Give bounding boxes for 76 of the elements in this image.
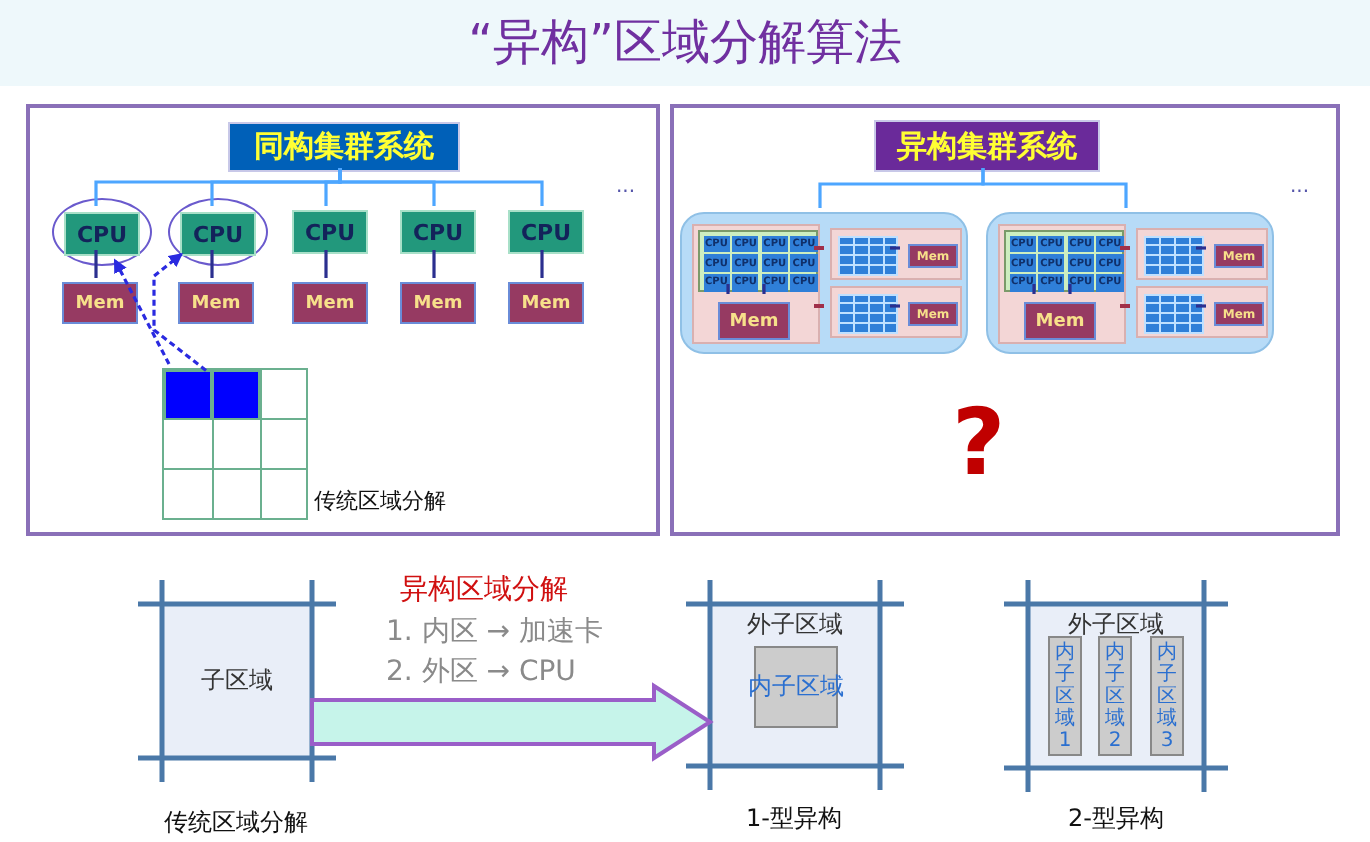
- accelerator-grid: [1144, 294, 1204, 334]
- connector-line: [324, 250, 328, 278]
- subdomain-box: 子区域: [162, 604, 312, 758]
- memory-box: Mem: [508, 282, 584, 324]
- subdomain-box: [1028, 604, 1204, 768]
- connector-line: [981, 168, 1128, 208]
- memory-box: Mem: [718, 302, 790, 340]
- title: “异构”区域分解算法: [468, 14, 902, 70]
- connector-line: [890, 304, 900, 308]
- title-box: 异构集群系统: [874, 120, 1100, 172]
- grid-cell: [164, 370, 212, 420]
- region-label: 外子区域: [747, 608, 843, 642]
- inner-subdomain-box: 内子区域 2: [1098, 636, 1132, 756]
- cpu-box: CPU: [508, 210, 584, 254]
- ellipsis-mark: ...: [1290, 176, 1310, 198]
- subdomain-box: [710, 604, 880, 766]
- memory-box: Mem: [1024, 302, 1096, 340]
- board: [1136, 228, 1268, 280]
- arrow: [113, 258, 171, 365]
- cpu-array: [1004, 230, 1124, 292]
- question-mark: ?: [952, 392, 1006, 492]
- memory-box: Mem: [62, 282, 138, 324]
- accelerator-grid: [1144, 236, 1204, 276]
- block-arrow: [310, 682, 714, 762]
- region-label: 外子区域: [1068, 608, 1164, 641]
- edge-label: 异构区域分解: [400, 572, 568, 608]
- cpu-box: CPU: [292, 210, 368, 254]
- connector-line: [1196, 304, 1206, 308]
- node-label: 传统区域分解: [314, 486, 446, 516]
- connector-line: [726, 284, 730, 294]
- accelerator-grid: [838, 236, 898, 276]
- ellipse-outline: [52, 198, 152, 266]
- server-node-box: [986, 212, 1274, 354]
- connector-line: [432, 250, 436, 278]
- cpu-box: CPU: [180, 212, 256, 256]
- accelerator-grid: [838, 294, 898, 334]
- inner-subdomain-box: 内子区域 3: [1150, 636, 1184, 756]
- grid-cell: [212, 370, 260, 420]
- board: [692, 224, 820, 344]
- connector-line: [890, 246, 900, 250]
- ellipse-outline: [168, 198, 268, 266]
- inner-subdomain-box: 内子区域 1: [1048, 636, 1082, 756]
- panel: [26, 104, 660, 536]
- connector-line: [1068, 284, 1072, 294]
- node-label: 传统区域分解: [164, 806, 308, 840]
- node-label: 2-型异构: [1068, 802, 1164, 836]
- connector-line: [1120, 246, 1130, 250]
- connector-line: [540, 250, 544, 278]
- memory-box: Mem: [178, 282, 254, 324]
- list-item: 2. 外区 → CPU: [386, 654, 576, 690]
- connector-line: [814, 304, 824, 308]
- board: [998, 224, 1126, 344]
- server-node-box: [680, 212, 968, 354]
- arrow: [152, 252, 207, 372]
- board: [830, 286, 962, 338]
- ellipsis-mark: ...: [616, 176, 636, 198]
- memory-box: Mem: [400, 282, 476, 324]
- connector-line: [94, 250, 98, 278]
- node-label: 1-型异构: [746, 802, 842, 836]
- connector-line: [762, 284, 766, 294]
- connector-line: [1196, 246, 1206, 250]
- connector-line: [1120, 304, 1130, 308]
- inner-subdomain-box: 内子区域: [754, 646, 838, 728]
- connector-line: [210, 250, 214, 278]
- cpu-array: [698, 230, 818, 292]
- connector-line: [814, 246, 824, 250]
- list-item: 1. 内区 → 加速卡: [386, 614, 603, 650]
- board: [830, 228, 962, 280]
- connector-line: [1032, 284, 1036, 294]
- board: [1136, 286, 1268, 338]
- cpu-box: CPU: [64, 212, 140, 256]
- panel: [670, 104, 1340, 536]
- grid: [162, 368, 308, 520]
- cpu-box: CPU: [400, 210, 476, 254]
- title-box: 同构集群系统: [228, 122, 460, 172]
- memory-box: Mem: [292, 282, 368, 324]
